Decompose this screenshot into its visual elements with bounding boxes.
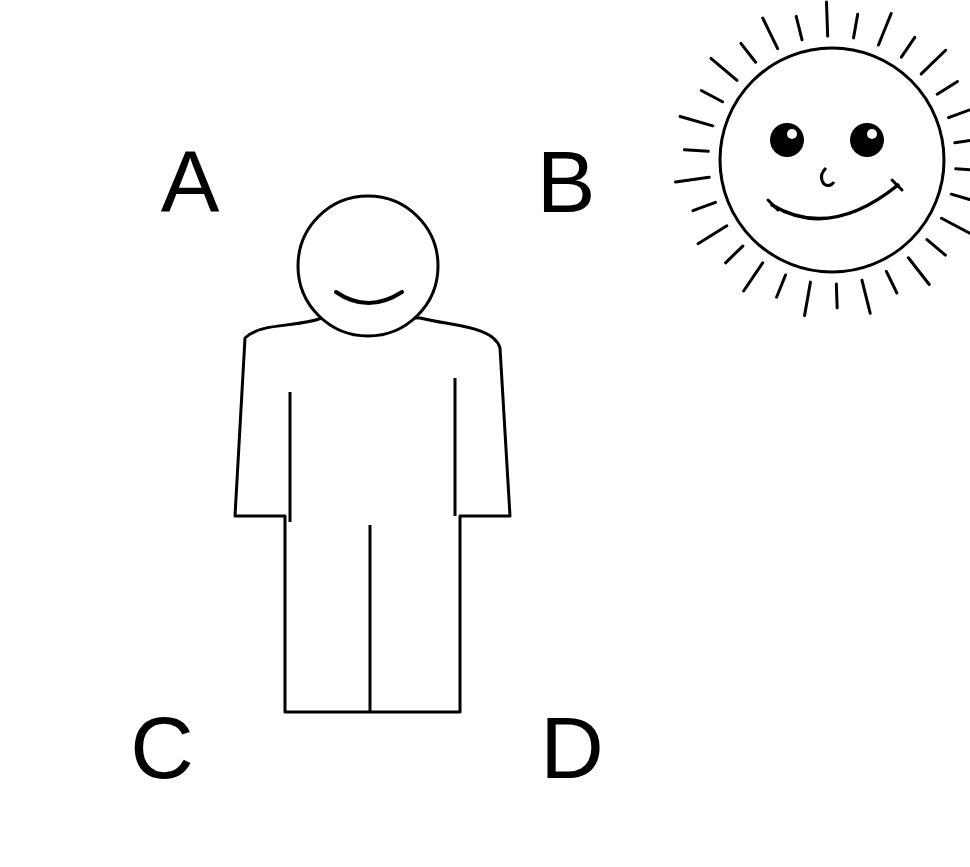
sun-ray <box>680 116 713 125</box>
eye-highlight <box>787 129 797 139</box>
region-letter: A <box>161 138 220 226</box>
sun-ray <box>701 91 722 102</box>
person-body <box>235 318 510 712</box>
arm-line <box>454 378 457 516</box>
dashed-outline <box>295 601 736 867</box>
dashed-region: C <box>13 601 451 867</box>
dashed-region: A <box>78 72 322 328</box>
sun-ray <box>862 280 870 313</box>
sun-ray <box>796 16 802 39</box>
sun-ray <box>927 240 945 255</box>
sun-rays <box>676 2 970 316</box>
sun-ray <box>949 106 970 118</box>
dashed-region: B <box>416 102 664 354</box>
dashed-stadium <box>51 45 348 355</box>
dashed-stadium <box>274 580 756 867</box>
sun-eye <box>770 123 804 157</box>
dashed-stadium <box>0 580 472 867</box>
sun-ray <box>941 218 970 234</box>
arm-line <box>289 392 292 522</box>
sun-ray <box>698 226 727 244</box>
sun-eye <box>850 123 884 157</box>
sun-ray <box>684 150 708 152</box>
person-figure <box>235 196 510 712</box>
eye-highlight <box>867 129 877 139</box>
sun-ray <box>901 37 914 57</box>
sun-smile <box>772 185 898 219</box>
region-letter: D <box>540 704 604 792</box>
sun-ray <box>878 14 891 46</box>
sun-ray <box>951 194 970 201</box>
sun-ray <box>908 258 929 285</box>
sun-ray <box>886 271 897 293</box>
sun-ray <box>955 139 970 142</box>
sun-ray <box>956 169 970 171</box>
sun-ray <box>693 202 716 210</box>
dashed-outline <box>13 601 451 867</box>
sun-ray <box>744 263 763 291</box>
sun-ray <box>835 284 839 308</box>
sun-ray <box>676 177 710 182</box>
leg-line <box>369 525 372 712</box>
sun-ray <box>777 275 786 297</box>
sun-ray <box>726 246 743 263</box>
sun-ray <box>741 43 756 62</box>
sun-ray <box>854 14 858 38</box>
region-letter: B <box>537 138 596 226</box>
sun-illustration <box>676 2 970 316</box>
region-letter: C <box>130 704 194 792</box>
sun-nose <box>821 168 834 186</box>
sun-ray <box>826 2 827 36</box>
sun-ray <box>937 82 957 95</box>
sun-ray <box>805 282 811 315</box>
dashed-stadium <box>389 75 691 381</box>
smile-end <box>768 180 902 210</box>
person-smile <box>336 292 402 303</box>
sun-ray <box>921 50 945 74</box>
sun-ray <box>711 58 737 80</box>
sun-disc <box>720 48 944 272</box>
person-head <box>298 196 438 336</box>
sun-ray <box>763 18 778 49</box>
dashed-region: D <box>295 601 736 867</box>
